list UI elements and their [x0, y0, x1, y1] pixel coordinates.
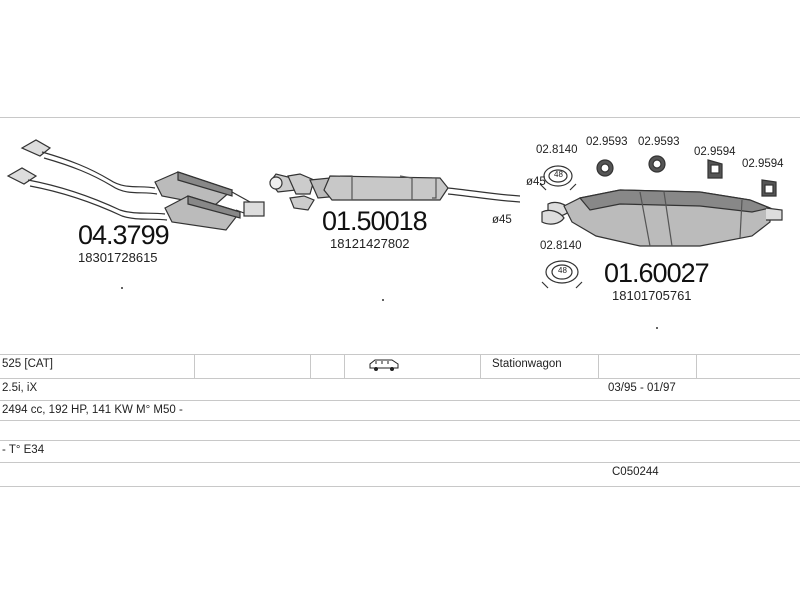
table-row-divider: [0, 400, 800, 401]
hanger-a-number[interactable]: 02.9593: [586, 136, 628, 148]
table-row-divider: [0, 462, 800, 463]
table-col-divider: [310, 354, 311, 378]
middle-silencer-drawing: [269, 173, 521, 211]
vehicle-body-type: Stationwagon: [492, 358, 562, 370]
middle-silencer-oem-number: 18121427802: [330, 236, 410, 251]
table-row-divider: [0, 486, 800, 487]
manifold-cat-oem-number: 18301728615: [78, 250, 158, 265]
manifold-cat-part-number[interactable]: 04.3799: [78, 220, 170, 250]
stationwagon-car-icon: [368, 358, 400, 377]
vehicle-engine: 2.5i, iX: [2, 382, 38, 394]
table-row-divider: [0, 378, 800, 379]
hanger-b-number[interactable]: 02.9593: [638, 136, 680, 148]
table-col-divider: [696, 354, 697, 378]
table-row-divider: [0, 354, 800, 355]
diameter-label-b: ø45: [492, 214, 512, 226]
rear-silencer-oem-number: 18101705761: [612, 288, 692, 303]
table-row-divider: [0, 440, 800, 441]
vehicle-years: 03/95 - 01/97: [608, 382, 676, 394]
middle-silencer-part-number[interactable]: 01.50018: [322, 206, 428, 236]
table-col-divider: [194, 354, 195, 378]
vehicle-model: 525 [CAT]: [2, 358, 53, 370]
catalytic-converters: [154, 171, 265, 231]
hanger-d-number[interactable]: 02.9594: [742, 158, 784, 170]
gasket-bottom-size: 48: [558, 266, 567, 275]
hanger-c-number[interactable]: 02.9594: [694, 146, 736, 158]
table-col-divider: [344, 354, 345, 378]
vehicle-spec: 2494 cc, 192 HP, 141 KW M° M50 -: [2, 404, 183, 416]
front-manifold-pipes: [6, 139, 168, 221]
rear-silencer-drawing: [541, 189, 783, 247]
vehicle-code: C050244: [612, 466, 659, 478]
table-row-divider: [0, 420, 800, 421]
vehicle-type: - T° E34: [2, 444, 45, 456]
table-col-divider: [480, 354, 481, 378]
rear-silencer-part-number[interactable]: 01.60027: [604, 258, 710, 288]
table-col-divider: [598, 354, 599, 378]
top-divider: [0, 117, 800, 118]
gasket-top-size: 48: [554, 170, 563, 179]
accessory-drawings: [539, 155, 777, 289]
gasket-bottom-number[interactable]: 02.8140: [540, 240, 582, 252]
gasket-top-number[interactable]: 02.8140: [536, 144, 578, 156]
diameter-label-a: ø45: [526, 176, 546, 188]
